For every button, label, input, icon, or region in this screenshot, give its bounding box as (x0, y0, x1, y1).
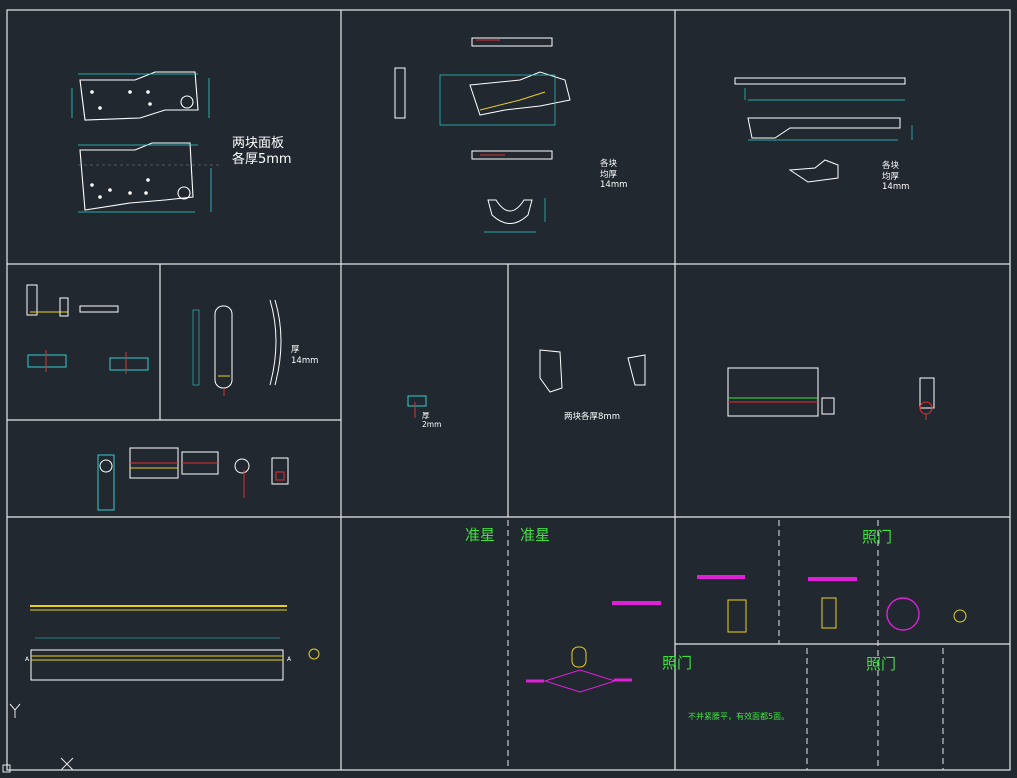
note-each-piece-1: 各块 均厚 14mm (600, 159, 628, 191)
note-thickness-14: 厚 14mm (291, 345, 319, 366)
panel-middle-parts (407, 349, 646, 418)
note-two-panels: 两块面板 各厚5mm (232, 136, 292, 168)
panel-plate-drawings (71, 71, 220, 213)
label-front-sight-1: 准星 (465, 526, 496, 544)
sheet-frames (6, 9, 1011, 771)
section-mark-a-left: A (25, 656, 30, 663)
note-thickness-2: 厚 2mm (422, 411, 442, 430)
label-front-sight-2: 准星 (520, 526, 551, 544)
origin-marks (2, 703, 74, 773)
panel-receiver-drawings (394, 37, 571, 233)
panel-sight-drawings (526, 575, 967, 693)
panel-rail-drawings (734, 77, 913, 183)
note-two-pieces-8: 两块各厚8mm (564, 412, 620, 422)
panel-small-parts (26, 284, 282, 396)
label-rear-sight-3: 照门 (866, 655, 897, 673)
panel-assembly-row (97, 447, 289, 511)
label-rear-sight-1: 照门 (862, 528, 893, 546)
section-mark-a-right: A (287, 656, 292, 663)
label-rear-sight-2: 照门 (662, 654, 693, 672)
note-each-piece-2: 各块 均厚 14mm (882, 161, 910, 193)
note-pin-flat: 不并紧腰平，有效面都5面。 (688, 712, 790, 721)
panel-slide-assembly (727, 367, 935, 420)
panel-barrel-drawing (30, 605, 320, 681)
dashed-dividers (507, 520, 944, 770)
